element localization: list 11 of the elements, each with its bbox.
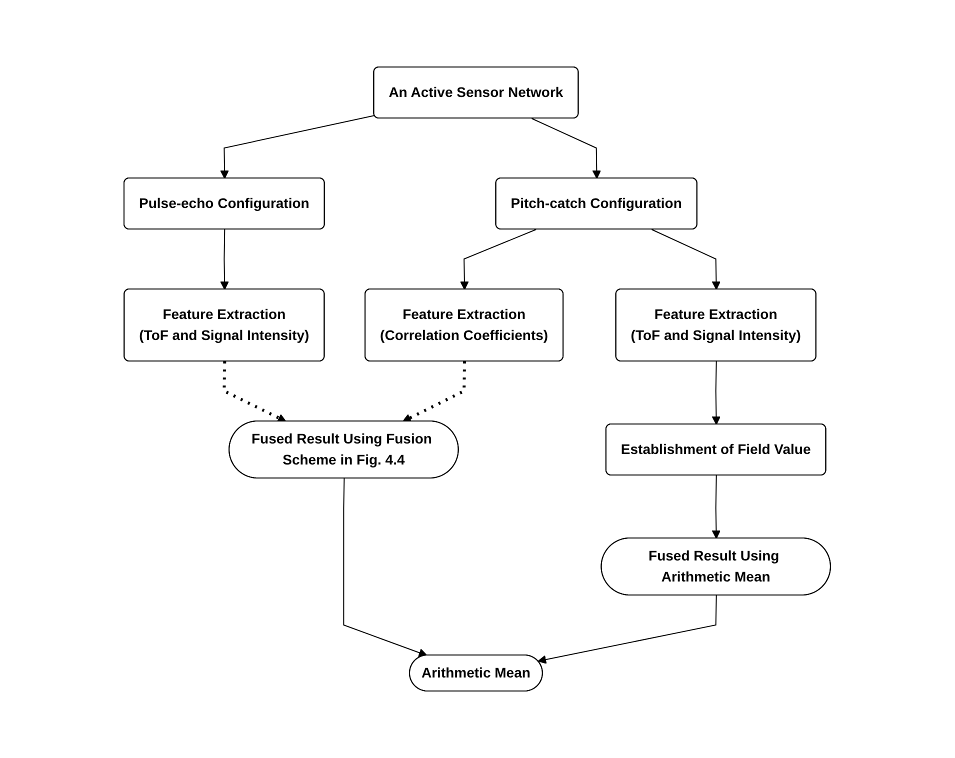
arrow [538,594,718,664]
arrow [222,361,287,422]
arrow [402,361,466,422]
arrow [460,229,537,290]
arrow [220,114,376,179]
arrow [532,118,602,179]
arrow [343,478,428,657]
arrow [712,475,721,539]
arrow [220,229,230,290]
arrow [712,361,721,425]
arrow [652,229,721,290]
